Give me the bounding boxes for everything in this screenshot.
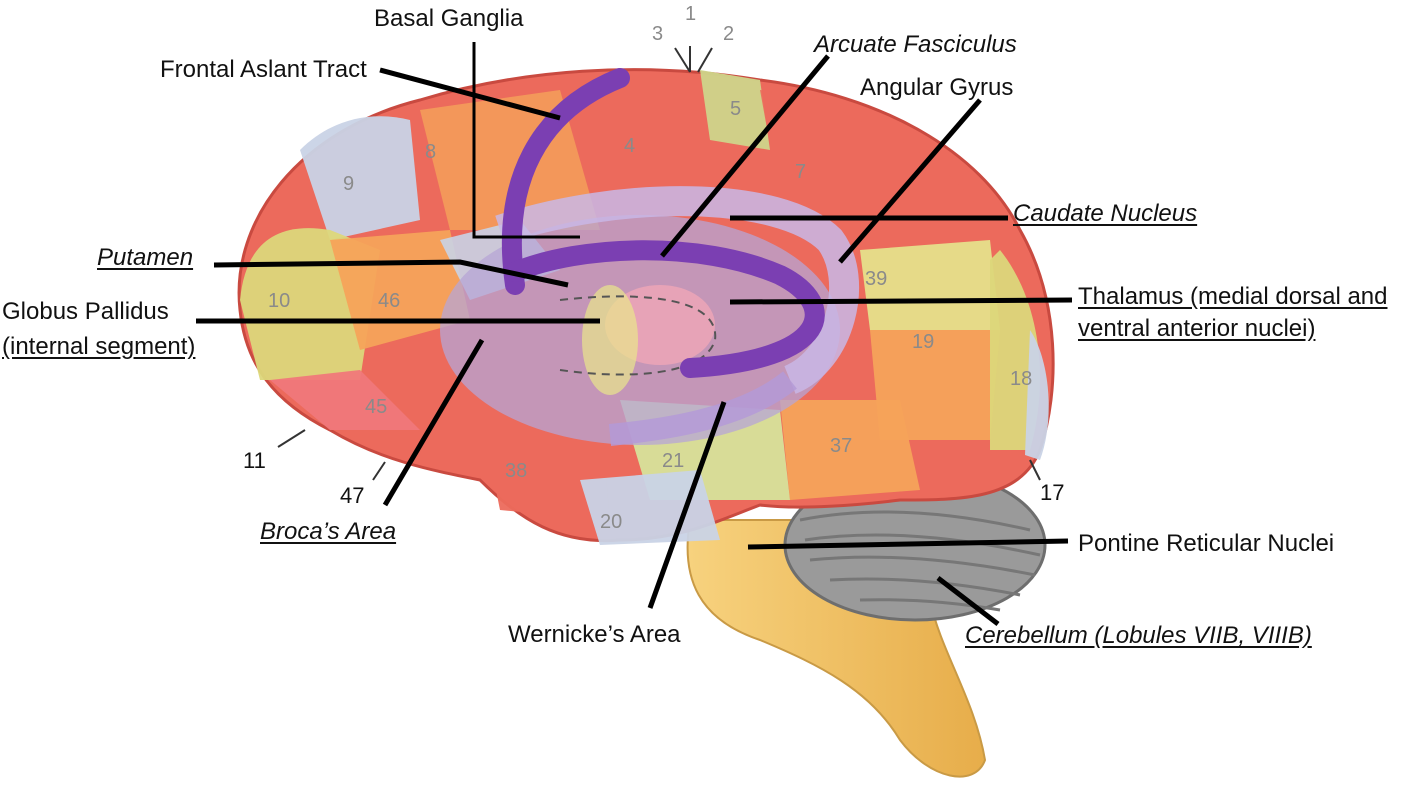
brodmann-11: 11	[243, 448, 266, 473]
brodmann-1: 1	[685, 3, 696, 25]
leader-wernicke	[647, 401, 727, 609]
brodmann-2: 2	[723, 23, 734, 45]
label-putamen: Putamen	[97, 244, 194, 271]
leader-arcuate	[660, 54, 830, 258]
label-globus-pallidus-2: (internal segment)	[2, 333, 196, 360]
brodmann-19: 19	[912, 331, 934, 353]
brodmann-9: 9	[343, 173, 354, 195]
brodmann-21: 21	[662, 450, 684, 472]
brodmann-4: 4	[624, 135, 635, 157]
label-caudate-nucleus: Caudate Nucleus	[1013, 200, 1198, 227]
leader-frontal-aslant	[379, 67, 561, 121]
label-arcuate-fasciculus: Arcuate Fasciculus	[814, 31, 1017, 58]
label-globus-pallidus-1: Globus Pallidus	[2, 298, 169, 325]
brodmann-38: 38	[505, 460, 527, 482]
label-cerebellum: Cerebellum (Lobules VIIB, VIIIB)	[965, 622, 1312, 649]
frontal-aslant-tract	[501, 68, 630, 295]
brodmann-3: 3	[652, 23, 663, 45]
leader-basal-ganglia	[472, 42, 580, 239]
brodmann-area-numbers: 1 2 3 4 5 7 8 9 10 46 45 39 19 18 37 21 …	[243, 3, 1064, 533]
arcuate-fasciculus-tract	[505, 240, 825, 378]
label-angular-gyrus: Angular Gyrus	[860, 74, 1014, 101]
brodmann-5: 5	[730, 98, 741, 120]
label-thalamus-1: Thalamus (medial dorsal and	[1078, 283, 1388, 310]
brodmann-45: 45	[365, 396, 387, 418]
label-brocas-area: Broca’s Area	[260, 518, 397, 545]
label-thalamus-2: ventral anterior nuclei)	[1078, 315, 1316, 342]
label-frontal-aslant-tract: Frontal Aslant Tract	[160, 56, 367, 83]
leader-pontine	[747, 538, 1069, 550]
brodmann-20: 20	[600, 511, 622, 533]
brodmann-39: 39	[865, 268, 887, 290]
leader-broca	[382, 338, 485, 507]
brodmann-18: 18	[1010, 368, 1032, 390]
label-pontine-reticular-nuclei: Pontine Reticular Nuclei	[1078, 530, 1335, 557]
brodmann-10: 10	[268, 290, 290, 312]
leader-thalamus	[729, 297, 1073, 305]
brodmann-8: 8	[425, 141, 436, 163]
label-wernickes-area: Wernicke’s Area	[508, 621, 681, 648]
leader-putamen	[213, 259, 569, 288]
label-basal-ganglia: Basal Ganglia	[374, 5, 524, 32]
brodmann-37: 37	[830, 435, 852, 457]
leader-lines	[196, 42, 1073, 626]
leader-cerebellum	[936, 576, 1000, 626]
brodmann-46: 46	[378, 290, 400, 312]
brodmann-17: 17	[1040, 480, 1064, 505]
brodmann-47: 47	[340, 483, 364, 508]
leader-angular-gyrus	[838, 98, 982, 264]
brodmann-7: 7	[795, 161, 806, 183]
